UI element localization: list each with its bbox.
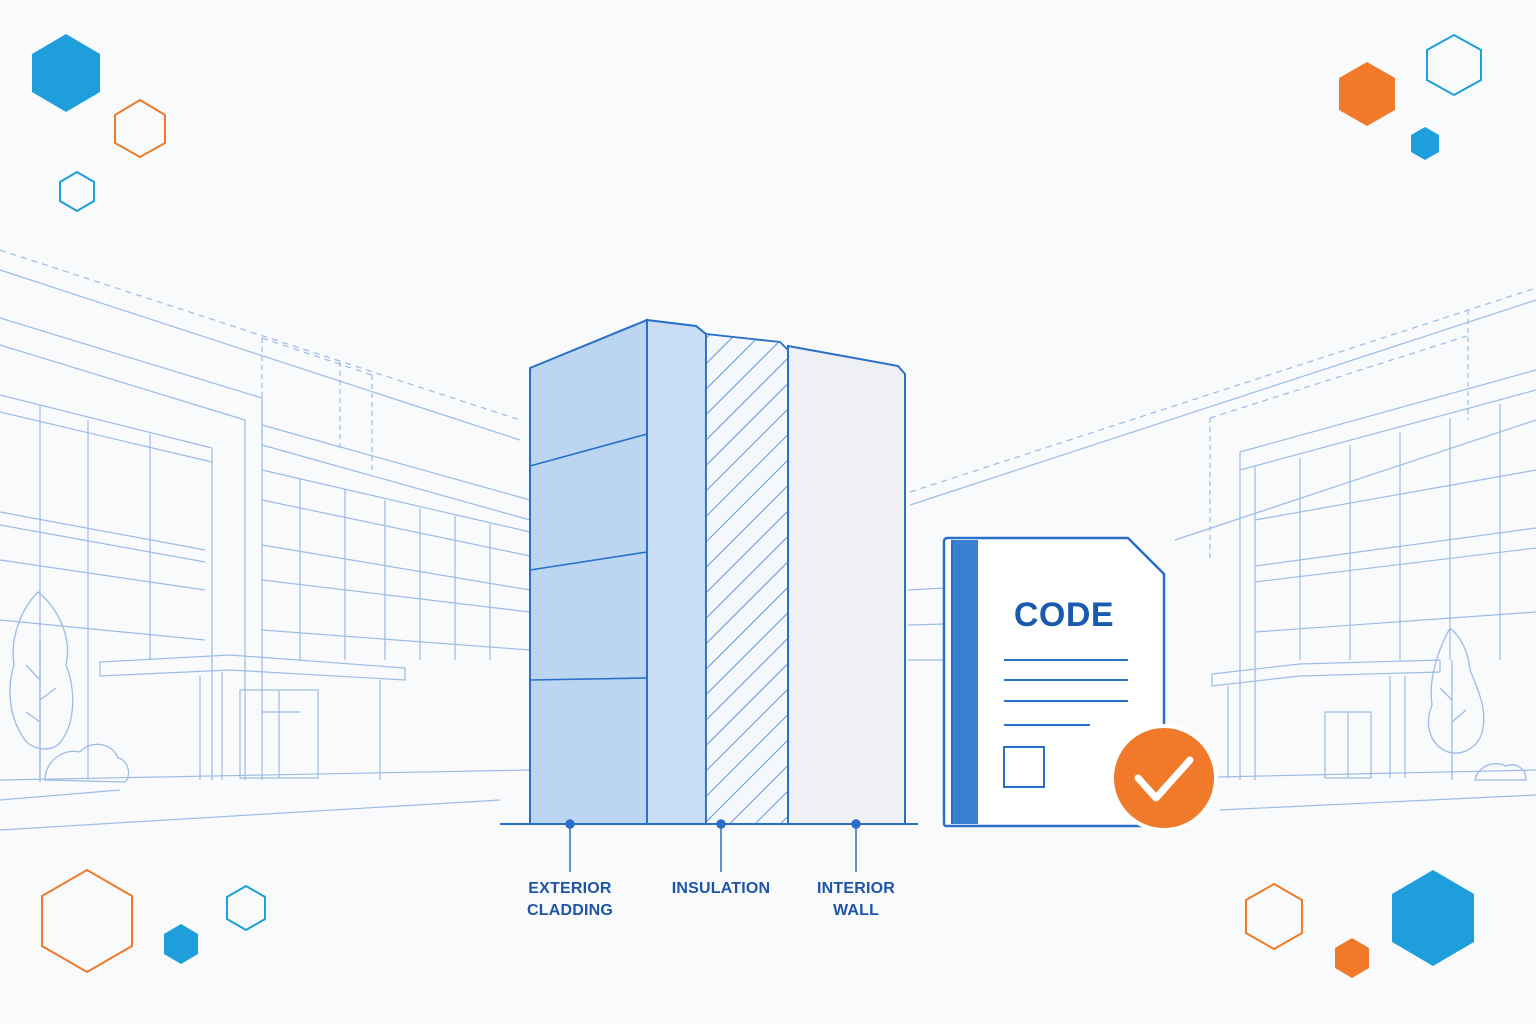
wall-assembly (500, 318, 918, 825)
checkmark-icon (1110, 724, 1218, 832)
right-building-icon (907, 287, 1536, 811)
label-leaders (565, 819, 861, 872)
label-exterior-cladding-line2: CLADDING (526, 902, 614, 919)
label-exterior-cladding: EXTERIOR CLADDING (480, 878, 660, 922)
hexagon-icon (32, 33, 1482, 978)
code-book-title: CODE (1013, 596, 1115, 634)
exterior-cladding-layer (529, 318, 648, 825)
left-building-icon (0, 249, 531, 831)
tree-icon (1427, 627, 1527, 781)
label-interior-wall: INTERIOR WALL (766, 878, 946, 922)
label-insulation: INSULATION (631, 878, 811, 900)
label-interior-wall-line2: WALL (832, 902, 880, 919)
label-insulation-line1: INSULATION (671, 880, 771, 897)
label-interior-wall-line1: INTERIOR (816, 880, 896, 897)
tree-icon (9, 591, 130, 783)
code-book-icon (942, 536, 1166, 828)
interior-wall-layer (787, 344, 906, 825)
label-exterior-cladding-line1: EXTERIOR (528, 880, 612, 897)
